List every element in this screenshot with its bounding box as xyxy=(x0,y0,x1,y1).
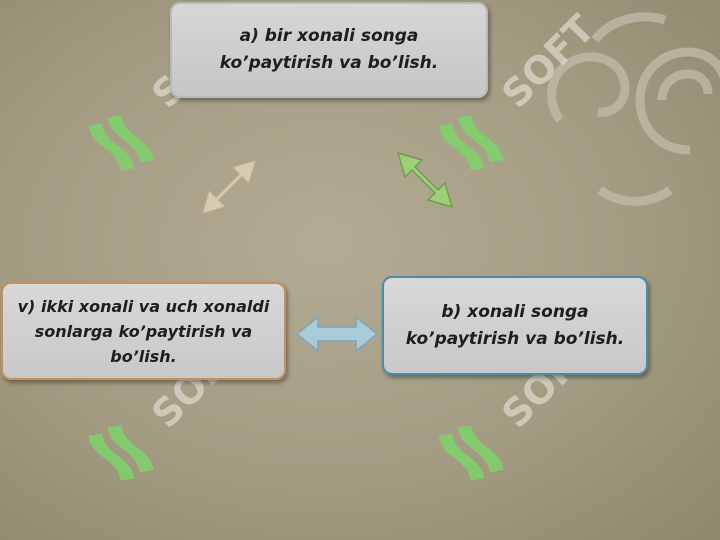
watermark-logo xyxy=(438,425,504,481)
arrow-v-b xyxy=(295,315,379,353)
box-b: b) xonali songa ko’paytirish va bo’lish. xyxy=(382,276,648,375)
watermark-logo xyxy=(88,115,154,171)
box-b-text: b) xonali songa ko’paytirish va bo’lish. xyxy=(405,301,625,349)
box-v: v) ikki xonali va uch xonaldi sonlarga k… xyxy=(1,282,286,380)
arrow-a-b xyxy=(396,151,454,209)
swirl-decoration xyxy=(547,12,720,206)
box-a-text: a) bir xonali songa ko’paytirish va bo’l… xyxy=(219,26,439,73)
arrow-a-v xyxy=(200,158,258,216)
watermark-logo xyxy=(438,115,504,171)
box-a: a) bir xonali songa ko’paytirish va bo’l… xyxy=(170,2,488,98)
watermark-logo xyxy=(88,425,154,481)
box-v-text: v) ikki xonali va uch xonaldi sonlarga k… xyxy=(17,296,270,366)
